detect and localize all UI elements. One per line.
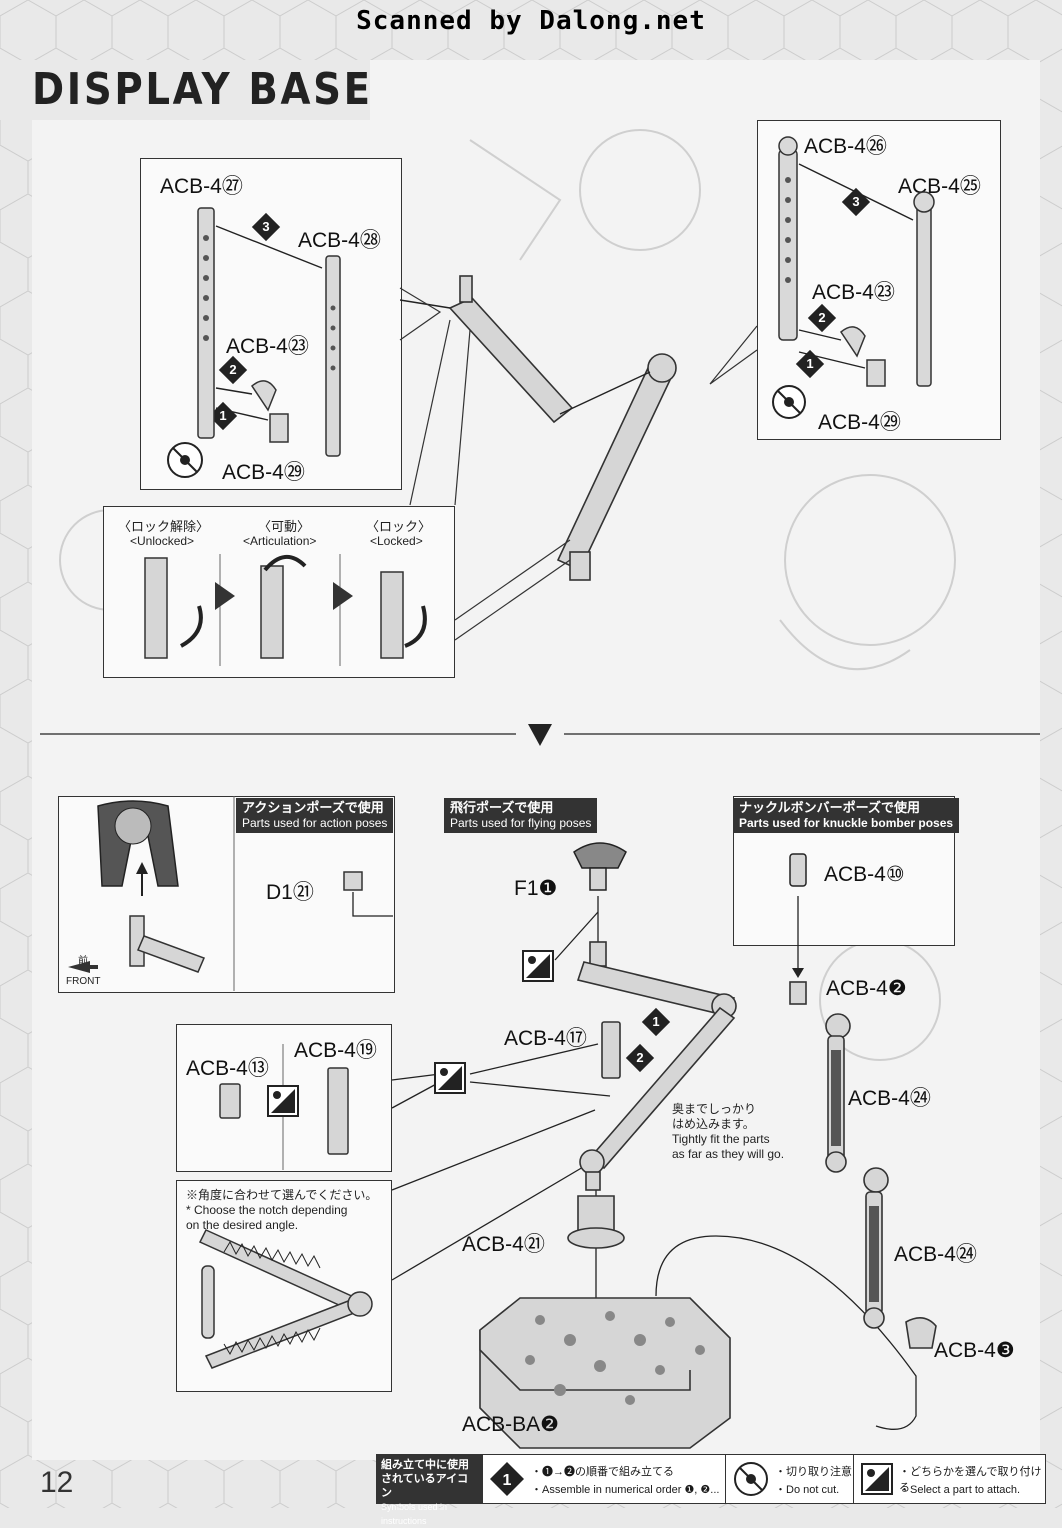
front-label-jp: 前: [78, 956, 88, 967]
part-label: ACB-4㉔: [894, 1243, 977, 1266]
title-bar: [0, 60, 370, 120]
part-label: ACB-4㉗: [160, 175, 243, 198]
select-one-icon: [861, 1463, 893, 1495]
notch-note-en2: on the desired angle.: [186, 1218, 299, 1232]
state-unlocked-jp: 〈ロック解除〉: [118, 519, 210, 534]
part-label: F1❶: [514, 877, 558, 900]
fit-note-jp2: はめ込みます。: [672, 1117, 755, 1131]
notch-note: ※角度に合わせて選んでください。 * Choose the notch depe…: [186, 1188, 377, 1233]
callout-lines: [399, 287, 758, 641]
page-title: DISPLAY BASE: [32, 64, 373, 115]
part-label: ACB-4㉓: [812, 281, 895, 304]
state-locked-jp: 〈ロック〉: [366, 519, 432, 534]
part-label: ACB-4⑲: [294, 1039, 377, 1062]
svg-text:1: 1: [503, 1472, 512, 1489]
state-unlocked-en: <Unlocked>: [130, 534, 195, 548]
part-label: ACB-4❸: [934, 1339, 1015, 1362]
legend-select-en: ・Select a part to attach.: [899, 1484, 1021, 1496]
part-label: ACB-4㉕: [898, 175, 981, 198]
state-locked-en: <Locked>: [370, 534, 423, 548]
part-label: ACB-4⑬: [186, 1057, 269, 1080]
select-one-icon: [522, 950, 554, 982]
legend-divider: [853, 1455, 854, 1503]
front-arrow-icon: [68, 961, 98, 973]
flying-header-en: Parts used for flying poses: [450, 816, 592, 830]
fit-note: 奥までしっかり はめ込みます。 Tightly fit the parts as…: [672, 1102, 784, 1162]
knuckle-header-en: Parts used for knuckle bomber poses: [739, 816, 954, 830]
front-label-en: FRONT: [66, 976, 101, 987]
part-label: ACB-4㉘: [298, 229, 381, 252]
action-header-en: Parts used for action poses: [242, 816, 388, 830]
section-divider: [40, 724, 1040, 746]
select-one-icon: [434, 1062, 466, 1094]
step-1-marker: 1: [641, 1007, 671, 1037]
part-label: ACB-4❷: [826, 977, 907, 1000]
legend-cut-en: ・Do not cut.: [775, 1484, 840, 1496]
arm-assembly-drawing: [400, 275, 677, 581]
legend-title-jp1: 組み立て中に使用: [381, 1459, 469, 1471]
step-2-marker: 2: [625, 1043, 655, 1073]
fit-note-jp1: 奥までしっかり: [672, 1102, 757, 1116]
part-label: D1㉑: [266, 881, 314, 904]
part-label: ACB-4㉑: [462, 1233, 545, 1256]
legend-divider: [725, 1455, 726, 1503]
flying-header-jp: 飛行ポーズで使用: [450, 800, 554, 815]
legend-order-en: ・Assemble in numerical order ❶, ❷...: [531, 1484, 720, 1496]
part-label: ACB-4㉙: [818, 411, 901, 434]
scan-credit: Scanned by Dalong.net: [356, 6, 706, 36]
state-articulation-jp: 〈可動〉: [258, 519, 311, 534]
part-label: ACB-4㉔: [848, 1087, 931, 1110]
part-label: ACB-4㉙: [222, 461, 305, 484]
lock-states-drawing: [144, 554, 427, 666]
part-label: ACB-4㉓: [226, 335, 309, 358]
action-pose-drawing: [97, 796, 393, 991]
do-not-cut-icon: [167, 442, 203, 478]
legend-title-jp2: されているアイコン: [381, 1473, 469, 1499]
page-number: 12: [40, 1466, 74, 1499]
do-not-cut-icon: [734, 1462, 768, 1496]
knuckle-pose-header: ナックルボンバーポーズで使用 Parts used for knuckle bo…: [733, 798, 960, 833]
stopper-parts-drawing: [219, 1044, 349, 1170]
flying-pose-header: 飛行ポーズで使用 Parts used for flying poses: [444, 798, 598, 833]
legend-select-jp: ・どちらかを選んで取り付ける: [899, 1466, 1042, 1494]
arm-parts-drawing: [167, 207, 341, 478]
arm-parts-drawing: [772, 136, 935, 419]
part-label: ACB-4⑰: [504, 1027, 587, 1050]
fit-note-en1: Tightly fit the parts: [672, 1132, 770, 1146]
notch-note-jp: ※角度に合わせて選んでください。: [186, 1188, 378, 1202]
do-not-cut-icon: [772, 385, 806, 419]
fit-note-en2: as far as they will go.: [672, 1147, 785, 1161]
action-pose-header: アクションポーズで使用 Parts used for action poses: [236, 798, 394, 833]
state-articulation-en: <Articulation>: [243, 534, 317, 548]
notch-angle-drawing: [198, 1229, 373, 1369]
flying-part-drawing: [573, 842, 627, 891]
part-label: ACB-BA❷: [462, 1413, 560, 1436]
notch-note-en1: * Choose the notch depending: [186, 1203, 348, 1217]
legend-order-jp: ・❶→❷の順番で組み立てる: [531, 1466, 674, 1478]
legend-title: 組み立て中に使用 されているアイコン Symbols used in instr…: [377, 1455, 483, 1526]
action-header-jp: アクションポーズで使用: [242, 800, 384, 815]
part-label: ACB-4㉖: [804, 135, 887, 158]
knuckle-header-jp: ナックルボンバーポーズで使用: [739, 800, 920, 815]
part-label: ACB-4⑩: [824, 863, 905, 886]
order-step-icon: 1: [490, 1462, 524, 1496]
legend-cut-jp: ・切り取り注意: [775, 1466, 852, 1478]
icon-legend: 組み立て中に使用 されているアイコン Symbols used in instr…: [376, 1454, 1046, 1526]
knuckle-part-drawing: [789, 853, 807, 887]
legend-title-en: Symbols used in instructions: [381, 1502, 448, 1526]
